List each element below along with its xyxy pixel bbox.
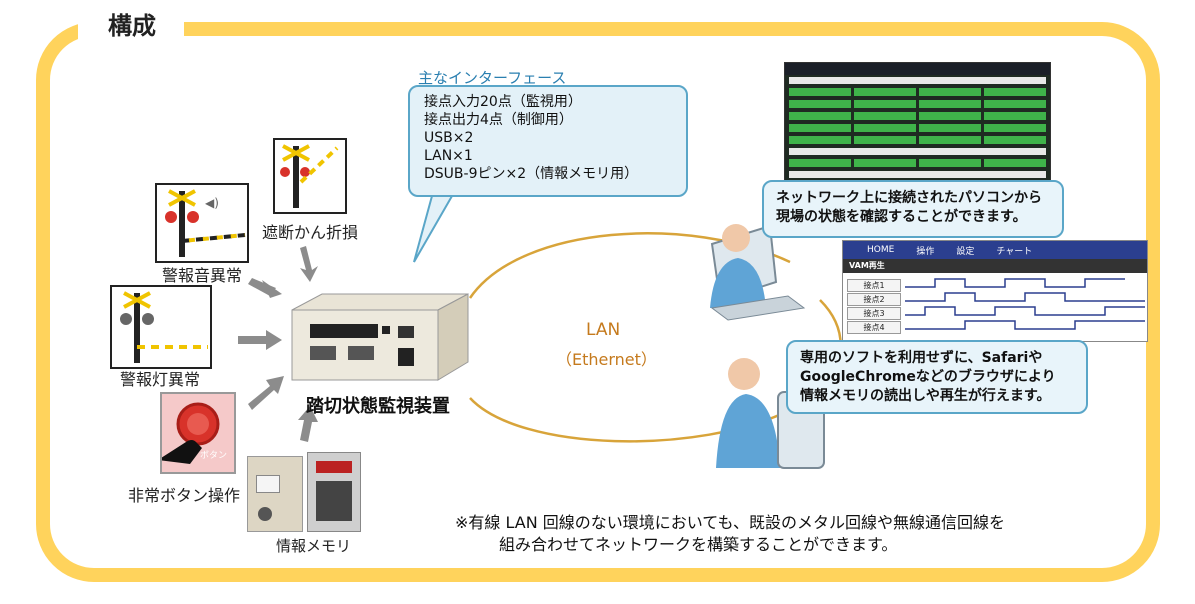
contact-row: 接点1	[847, 279, 901, 292]
crossing-signal-icon: ◀)	[165, 189, 246, 257]
pc-bubble-line: 現場の状態を確認することができます。	[776, 209, 1027, 225]
barrier-break-label: 遮断かん折損	[262, 223, 359, 242]
title-gap	[78, 10, 184, 40]
outer-frame	[36, 22, 1160, 582]
emergency-button-card: ボタン	[158, 392, 236, 474]
interface-item: DSUB-9ピン×2（情報メモリ用）	[424, 166, 639, 182]
broken-barrier-icon	[280, 144, 339, 208]
monitor-screen	[784, 62, 1051, 202]
interfaces-box: 接点入力20点（監視用） 接点出力4点（制御用） USB×2 LAN×1 DSU…	[408, 85, 688, 197]
barrier-break-card	[273, 138, 347, 214]
svg-text:◀): ◀)	[205, 196, 219, 210]
monitoring-device	[282, 288, 470, 384]
tablet-bubble: 専用のソフトを利用せずに、Safariや GoogleChromeなどのブラウザ…	[786, 340, 1088, 414]
interface-item: 接点入力20点（監視用）	[424, 94, 582, 110]
device-label: 踏切状態監視装置	[306, 396, 450, 417]
monitor-titlebar	[785, 63, 1050, 75]
lan-sublabel: （Ethernet）	[556, 350, 657, 369]
interface-item: LAN×1	[424, 148, 473, 164]
alarm-sound-label: 警報音異常	[162, 266, 243, 285]
playback-section: VAM再生	[843, 259, 1147, 273]
contact-row: 接点3	[847, 307, 901, 320]
contact-row: 接点4	[847, 321, 901, 334]
tablet-bubble-line: 情報メモリの読出しや再生が行えます。	[800, 388, 1051, 404]
interface-item: USB×2	[424, 130, 474, 146]
nav-item: チャート	[996, 246, 1033, 257]
emergency-button-icon	[158, 402, 220, 464]
users-illustration	[710, 224, 825, 469]
memory-module-a	[247, 456, 303, 532]
signal-waveforms	[905, 278, 1145, 330]
emergency-button-label: 非常ボタン操作	[128, 486, 241, 505]
page-title: 構成	[108, 12, 156, 40]
footnote-line: ※有線 LAN 回線のない環境においても、既設のメタル回線や無線通信回線を	[455, 513, 1006, 532]
alarm-lamp-card	[110, 285, 212, 369]
lan-label: LAN	[586, 320, 621, 340]
tablet-bubble-line: 専用のソフトを利用せずに、Safariや	[800, 350, 1043, 366]
arrows	[238, 246, 318, 442]
lamp-fault-icon	[120, 291, 208, 363]
footnote: ※有線 LAN 回線のない環境においても、既設のメタル回線や無線通信回線を 組み…	[455, 512, 1005, 556]
nav-item: 操作	[916, 246, 935, 257]
pc-bubble: ネットワーク上に接続されたパソコンから 現場の状態を確認することができます。	[762, 180, 1064, 238]
alarm-lamp-label: 警報灯異常	[120, 370, 201, 389]
pc-user-icon	[710, 224, 806, 321]
device-illustration	[291, 293, 469, 381]
playback-screen: HOME 操作 設定 チャート VAM再生 接点1 接点2 接点3 接点4	[842, 240, 1148, 342]
nav-item: 設定	[956, 246, 975, 257]
interface-tail	[413, 195, 454, 263]
playback-nav: HOME 操作 設定 チャート	[843, 241, 1147, 259]
interface-item: 接点出力4点（制御用）	[424, 112, 573, 128]
pc-bubble-line: ネットワーク上に接続されたパソコンから	[776, 190, 1042, 206]
contact-row: 接点2	[847, 293, 901, 306]
alarm-sound-card: ◀)	[155, 183, 249, 263]
memory-label: 情報メモリ	[276, 537, 352, 555]
button-text: ボタン	[200, 451, 228, 461]
memory-module-b	[307, 452, 361, 532]
nav-item: HOME	[867, 245, 895, 255]
footnote-line: 組み合わせてネットワークを構築することができます。	[499, 535, 898, 554]
tablet-bubble-line: GoogleChromeなどのブラウザにより	[800, 369, 1056, 385]
interfaces-title: 主なインターフェース	[418, 69, 567, 87]
